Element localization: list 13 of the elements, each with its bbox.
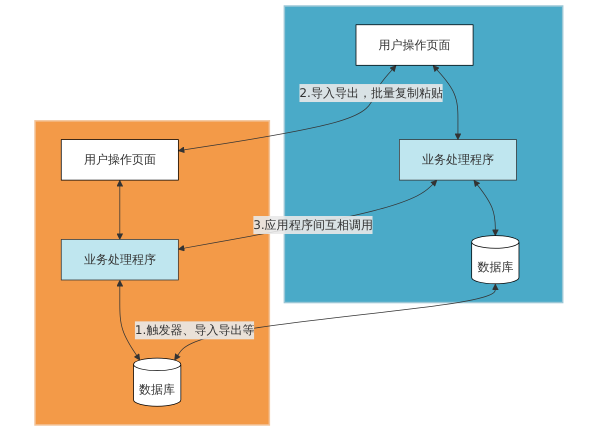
arrow: [432, 65, 462, 140]
edge-label: 3.应用程序间互相调用: [253, 218, 373, 232]
arrow: [474, 180, 499, 236]
arrow: [116, 280, 140, 360]
node-box: 业务处理程序: [61, 239, 179, 280]
node-box: 用户操作页面: [61, 139, 179, 180]
arrow: [116, 180, 124, 240]
edge-label: 2.导入导出，批量复制粘贴: [300, 86, 444, 100]
edge-label: 1.触发器、导入导出等: [134, 322, 255, 338]
node-box: 业务处理程序: [399, 139, 517, 180]
arrow: [178, 180, 438, 252]
arrow: [178, 65, 396, 154]
node-box: 用户操作页面: [356, 24, 474, 66]
